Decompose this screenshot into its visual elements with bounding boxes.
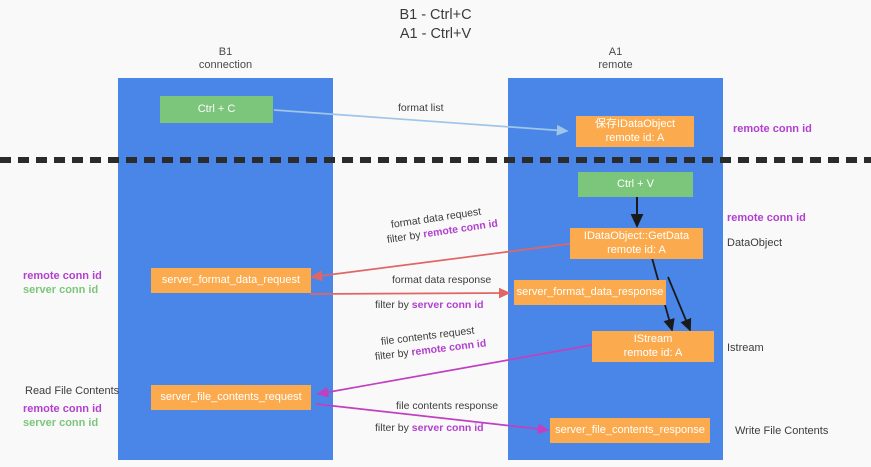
node-server-file-contents-response[interactable]: server_file_contents_response (550, 418, 710, 443)
wire-file-contents-response (315, 403, 550, 435)
column-header-b1: B1 connection (118, 46, 333, 72)
column-header-a1-name: A1 (608, 46, 623, 58)
right-label-write-file-contents: Write File Contents (735, 425, 829, 437)
right-label-istream: Istream (727, 342, 764, 354)
column-header-b1-name: B1 (218, 46, 233, 58)
node-istream[interactable]: IStream remote id: A (592, 331, 714, 362)
edge-label-format-list: format list (398, 102, 444, 114)
right-label-dataobject: DataObject (727, 237, 783, 249)
right-label-remote-conn-id-top: remote conn id (733, 123, 812, 135)
edge-label-file-contents-response: file contents response (396, 400, 499, 412)
wire-response-to-istream (667, 276, 692, 332)
edge-label-file-contents-response-filter: filter by server conn id (375, 421, 484, 435)
column-header-b1-role: connection (198, 59, 253, 71)
node-server-file-contents-response-label: server_file_contents_response (555, 423, 705, 436)
wire-format-data-response (309, 287, 511, 299)
node-server-format-data-response[interactable]: server_format_data_response (514, 280, 666, 305)
node-ctrl-c[interactable]: Ctrl + C (160, 96, 273, 123)
node-ctrl-c-label: Ctrl + C (197, 102, 236, 115)
column-header-a1-role: remote (598, 59, 633, 71)
node-ctrl-v[interactable]: Ctrl + V (578, 172, 693, 197)
wire-format-list (273, 109, 569, 136)
column-header-a1: A1 remote (508, 46, 723, 72)
left-label-server-conn-id-1: server conn id (23, 284, 99, 296)
node-save-idataobject[interactable]: 保存IDataObject remote id: A (576, 116, 694, 147)
wire-file-contents-request (316, 344, 593, 398)
wire-format-data-request (310, 242, 577, 282)
node-istream-sub: remote id: A (623, 346, 683, 359)
node-save-idataobject-title: 保存IDataObject (594, 118, 676, 130)
node-server-file-contents-request[interactable]: server_file_contents_request (151, 385, 311, 410)
node-idataobject-getdata-title: IDataObject::GetData (583, 230, 690, 242)
filter-prefix-4: filter by (375, 422, 412, 434)
phase-divider (0, 157, 871, 163)
node-server-format-data-request[interactable]: server_format_data_request (151, 268, 311, 293)
left-label-remote-conn-id-2: remote conn id (23, 403, 102, 415)
node-save-idataobject-sub: remote id: A (605, 131, 665, 144)
title-line-1: B1 - Ctrl+C (399, 7, 472, 23)
node-istream-title: IStream (633, 333, 673, 345)
node-idataobject-getdata-sub: remote id: A (607, 243, 666, 256)
page-title: B1 - Ctrl+C A1 - Ctrl+V (0, 6, 871, 44)
node-server-format-data-response-label: server_format_data_response (516, 285, 664, 298)
edge-label-format-data-response: format data response (392, 274, 492, 286)
node-server-format-data-request-label: server_format_data_request (161, 273, 301, 286)
filter-key-server-conn-id-2: server conn id (411, 422, 484, 434)
filter-key-server-conn-id-1: server conn id (411, 299, 484, 311)
node-ctrl-v-label: Ctrl + V (617, 177, 654, 190)
right-label-remote-conn-id-mid: remote conn id (727, 212, 806, 224)
left-label-read-file-contents: Read File Contents (25, 385, 120, 397)
node-server-file-contents-request-label: server_file_contents_request (160, 390, 302, 403)
left-label-remote-conn-id-1: remote conn id (23, 270, 102, 282)
edge-label-format-data-response-filter: filter by server conn id (375, 298, 484, 312)
filter-prefix-2: filter by (375, 299, 412, 311)
left-label-server-conn-id-2: server conn id (23, 417, 99, 429)
node-idataobject-getdata[interactable]: IDataObject::GetData remote id: A (570, 228, 703, 259)
title-line-2: A1 - Ctrl+V (399, 26, 472, 42)
